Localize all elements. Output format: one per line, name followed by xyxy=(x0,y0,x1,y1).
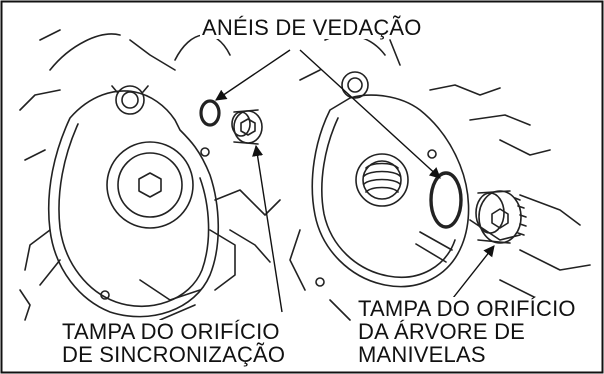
leader-timing-cap xyxy=(252,144,283,313)
crankshaft-hole-cap xyxy=(475,190,527,244)
right-o-ring xyxy=(429,171,463,229)
left-engine-cover xyxy=(19,29,281,321)
timing-hole-cap xyxy=(231,109,263,145)
left-o-ring xyxy=(199,99,221,127)
label-crank-cap-line1: TAMPA DO ORIFÍCIO xyxy=(356,296,578,321)
label-timing-cap-line1: TAMPA DO ORIFÍCIO xyxy=(60,319,282,344)
label-timing-cap-line2: DE SINCRONIZAÇÃO xyxy=(60,342,288,367)
label-seal-rings: ANÉIS DE VEDAÇÃO xyxy=(200,15,424,40)
leader-left-o-ring xyxy=(215,49,291,101)
leader-right-o-ring xyxy=(299,49,441,179)
label-crank-cap-line3: MANIVELAS xyxy=(356,342,488,367)
label-crank-cap-line2: DA ÁRVORE DE xyxy=(356,319,528,344)
